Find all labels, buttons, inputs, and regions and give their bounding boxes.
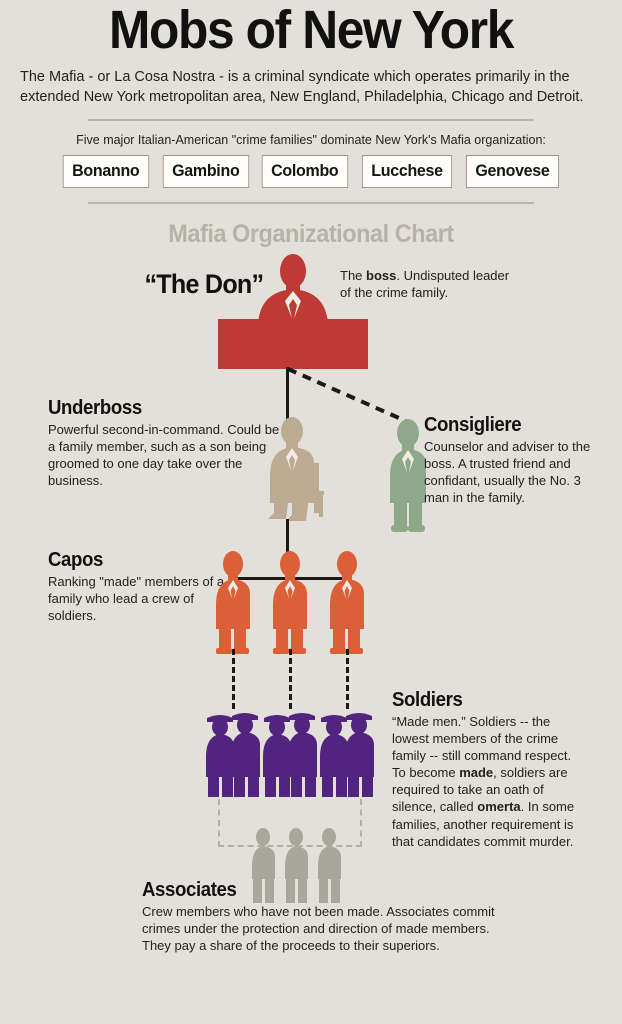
org-chart: “The Don” The boss. Undisputed leader of… — [0, 249, 622, 994]
crime-families-row: Bonanno Gambino Colombo Lucchese Genoves… — [18, 154, 604, 188]
family-box-gambino[interactable]: Gambino — [162, 154, 249, 188]
divider-top — [88, 118, 534, 121]
associate-figure-1-icon — [248, 827, 280, 905]
boss-desc-post: . Undisputed leader of the crime family. — [340, 267, 510, 300]
soldiers-body: “Made men.” Soldiers -- the lowest membe… — [392, 713, 584, 850]
soldiers-bold-omerta: omerta — [477, 799, 521, 815]
families-intro-text: Five major Italian-American "crime famil… — [76, 132, 546, 147]
connector-capo-3-to-soldiers — [346, 648, 349, 709]
soldiers-text-block: Soldiers “Made men.” Soldiers -- the low… — [392, 689, 584, 850]
soldier-pair-2-icon — [260, 707, 322, 799]
boss-desc-bold: boss — [366, 267, 397, 283]
associates-text-block: Associates Crew members who have not bee… — [142, 879, 502, 954]
intro-paragraph: The Mafia - or La Cosa Nostra - is a cri… — [20, 68, 584, 105]
soldiers-body-3: . In some families, another requirement … — [392, 799, 575, 849]
soldiers-heading: Soldiers — [392, 688, 463, 711]
connector-boss-to-underboss — [286, 366, 289, 419]
underboss-text-block: Underboss Powerful second-in-command. Co… — [48, 397, 288, 490]
soldier-pair-3-icon — [317, 707, 379, 799]
underboss-figure-icon — [262, 416, 337, 527]
don-label: “The Don” — [144, 268, 264, 299]
associates-body: Crew members who have not been made. Ass… — [142, 903, 495, 953]
capo-figure-1-icon — [212, 550, 254, 657]
capo-figure-3-icon — [326, 550, 368, 657]
boss-desc-pre: The — [340, 267, 367, 283]
connector-soldiers-to-associates — [218, 798, 362, 847]
underboss-heading: Underboss — [48, 396, 142, 419]
consigliere-figure-icon — [386, 418, 432, 537]
family-box-colombo[interactable]: Colombo — [262, 154, 349, 188]
consigliere-text-block: Consigliere Counselor and adviser to the… — [424, 414, 596, 507]
header: Mobs of New York The Mafia - or La Cosa … — [0, 0, 622, 249]
family-box-lucchese[interactable]: Lucchese — [361, 154, 453, 188]
page-title: Mobs of New York — [109, 0, 514, 60]
capos-heading: Capos — [48, 548, 103, 571]
consigliere-body: Counselor and adviser to the boss. A tru… — [424, 438, 591, 506]
associate-figure-3-icon — [314, 827, 346, 905]
consigliere-heading: Consigliere — [424, 413, 522, 436]
connector-capo-1-to-soldiers — [232, 648, 235, 709]
underboss-body: Powerful second-in-command. Could be a f… — [48, 421, 280, 489]
soldiers-body-1: “Made men.” Soldiers -- the lowest membe… — [392, 713, 572, 781]
boss-figure-icon — [208, 249, 378, 394]
family-box-genovese[interactable]: Genovese — [465, 154, 559, 188]
family-box-bonanno[interactable]: Bonanno — [62, 154, 150, 188]
connector-capo-2-to-soldiers — [289, 648, 292, 709]
divider-bottom — [88, 201, 534, 204]
connector-underboss-to-capos — [286, 518, 289, 577]
soldier-pair-1-icon — [203, 707, 265, 799]
capos-text-block: Capos Ranking "made" members of a family… — [48, 549, 228, 624]
chart-title: Mafia Organizational Chart — [168, 219, 454, 248]
capos-body: Ranking "made" members of a family who l… — [48, 573, 225, 623]
associates-heading: Associates — [142, 878, 237, 901]
soldiers-body-2: , soldiers are required to take an oath … — [392, 765, 568, 815]
capo-figure-2-icon — [269, 550, 311, 657]
boss-description: The boss. Undisputed leader of the crime… — [340, 267, 520, 301]
soldiers-bold-made: made — [459, 765, 494, 781]
connector-boss-to-consigliere — [286, 366, 416, 427]
associate-figure-2-icon — [281, 827, 313, 905]
